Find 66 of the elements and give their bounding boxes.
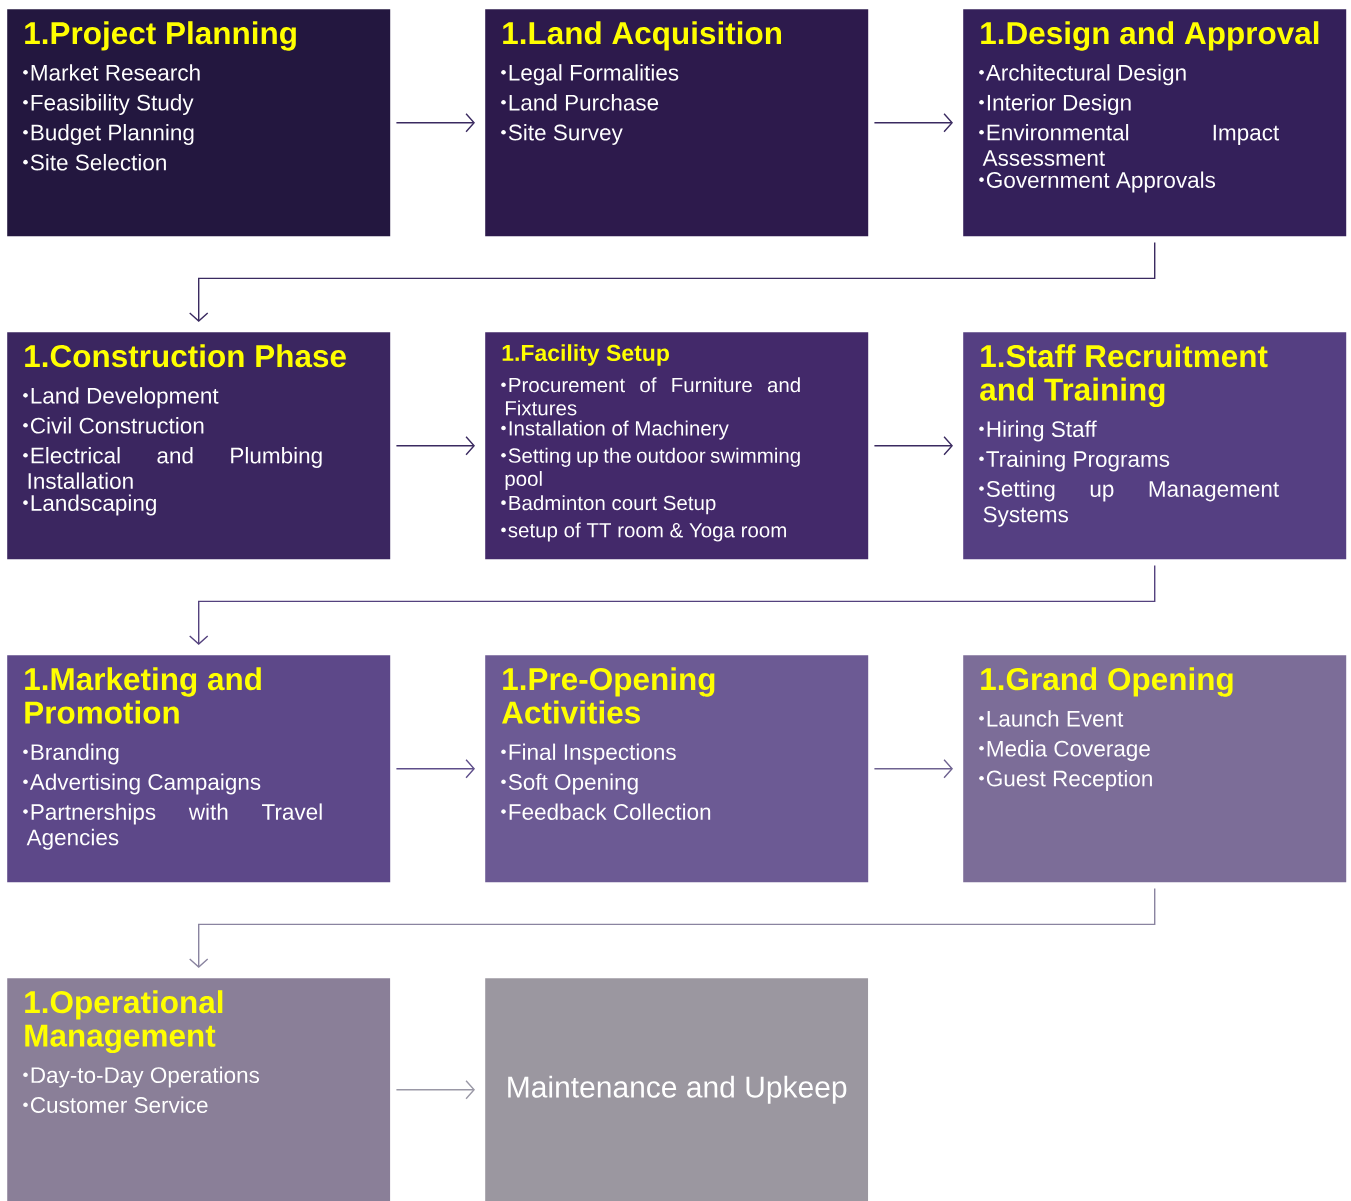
bullet-item: Environmental Impact Assessment [982, 124, 1280, 166]
bullet-item: Guest Reception [986, 770, 1152, 791]
process-box [7, 332, 391, 560]
bullet-item: Electrical and Plumbing Installation [28, 447, 322, 489]
bullet-item: Partnerships with Travel Agencies [26, 803, 322, 850]
arrow [395, 759, 475, 779]
arrow [873, 113, 953, 133]
arrow [189, 241, 1156, 322]
process-box [963, 332, 1347, 560]
step-title: 1.Grand Opening [981, 667, 1233, 697]
step-title: 1.Staff Recruitment and Training [980, 344, 1268, 408]
bullet-item: Advertising Campaigns [29, 773, 261, 795]
bullet-item: Day-to-Day Operations [31, 1066, 260, 1088]
bullet-item: Branding [31, 743, 119, 765]
process-box [485, 655, 869, 883]
process-box [485, 332, 869, 560]
bullet-item: Site Survey [508, 124, 623, 145]
arrow [873, 759, 953, 779]
bullet-item: Badminton court Setup [509, 495, 716, 515]
process-box [485, 9, 869, 237]
bullet-item: Media Coverage [987, 740, 1150, 762]
bullet-item: Hiring Staff [987, 420, 1097, 442]
bullet-item: Launch Event [987, 710, 1124, 727]
arrow [395, 113, 475, 133]
bullet-item: setup of TT room & Yoga room [508, 522, 786, 542]
process-box [963, 9, 1347, 237]
bullet-item: Procurement of Furniture and Fixtures [505, 377, 800, 416]
arrow [873, 436, 953, 456]
bullet-item: Feasibility Study [31, 94, 194, 116]
bullet-item: Customer Service [30, 1096, 208, 1113]
bullet-item: Training Programs [986, 450, 1170, 472]
step-title: 1.Pre-Opening Activities [502, 667, 715, 724]
box-label: Maintenance and Upkeep [508, 1075, 847, 1104]
bullet-item: Budget Planning [31, 124, 194, 145]
bullet-item: Final Inspections [509, 743, 676, 765]
bullet-item: Land Purchase [509, 94, 659, 111]
process-box [7, 978, 391, 1201]
arrow [189, 887, 1156, 968]
step-title: 1.Marketing and Promotion [25, 667, 261, 724]
process-box [7, 9, 391, 237]
bullet-item: Architectural Design [985, 64, 1186, 86]
arrow [395, 436, 475, 456]
process-box [7, 655, 391, 883]
arrow [395, 1080, 475, 1100]
process-box [963, 655, 1347, 883]
bullet-item: Interior Design [987, 94, 1131, 116]
step-title: 1.Facility Setup [502, 344, 669, 366]
bullet-item: Land Development [31, 387, 219, 409]
step-title: 1.Project Planning [25, 21, 296, 51]
step-title: 1.Construction Phase [25, 344, 346, 368]
bullet-item: Landscaping [31, 494, 156, 516]
bullet-item: Setting up the outdoor swimming pool [505, 447, 800, 491]
process-box [485, 978, 869, 1201]
bullet-item: Civil Construction [30, 417, 204, 434]
bullet-item: Government Approvals [986, 171, 1216, 193]
arrow [189, 564, 1156, 645]
bullet-item: Setting up Management Systems [983, 480, 1279, 527]
step-title: 1.Operational Management [25, 990, 223, 1054]
step-title: 1.Land Acquisition [503, 21, 781, 51]
bullet-item: Feedback Collection [509, 803, 711, 820]
bullet-item: Soft Opening [508, 773, 638, 795]
bullet-item: Site Selection [30, 153, 166, 171]
bullet-item: Installation of Machinery [509, 420, 729, 440]
bullet-item: Legal Formalities [509, 64, 679, 86]
bullet-item: Market Research [31, 64, 200, 81]
step-title: 1.Design and Approval [981, 21, 1319, 51]
